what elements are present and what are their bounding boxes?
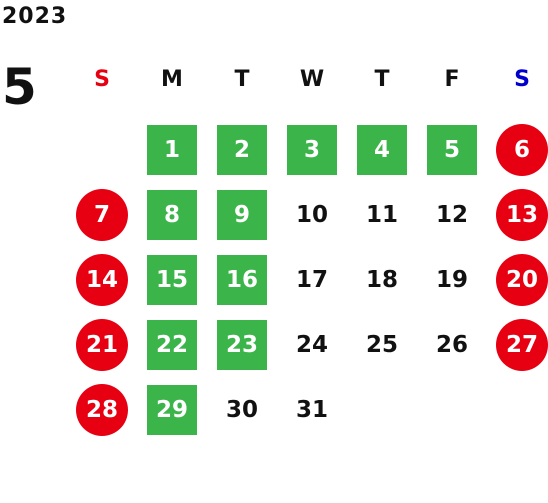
day-cell: 6: [487, 120, 548, 180]
day-18-label: 18: [365, 267, 398, 293]
year-label: 2023: [2, 4, 68, 29]
day-25-label: 25: [365, 332, 398, 358]
weekday-wed: W: [299, 67, 325, 92]
weekday-tue: T: [234, 67, 250, 92]
day-cell: 5: [417, 120, 487, 180]
day-27-holiday-circle: 27: [496, 319, 548, 371]
day-cell: 29: [137, 380, 207, 440]
day-cell: 19: [417, 250, 487, 310]
day-26-label: 26: [435, 332, 468, 358]
day-31-label: 31: [295, 397, 328, 423]
weekday-sun: S: [94, 67, 110, 92]
weekday-sat: S: [514, 67, 530, 92]
day-20-holiday-circle: 20: [496, 254, 548, 306]
day-cell: 11: [347, 185, 417, 245]
weekday-mon: M: [161, 67, 183, 92]
day-7-holiday-circle: 7: [76, 189, 128, 241]
day-23-highlight-box: 23: [217, 320, 267, 370]
day-cell: 7: [67, 185, 137, 245]
day-24-label: 24: [295, 332, 328, 358]
day-cell: 31: [277, 380, 347, 440]
day-cell: 13: [487, 185, 548, 245]
day-21-holiday-circle: 21: [76, 319, 128, 371]
day-6-holiday-circle: 6: [496, 124, 548, 176]
day-cell: 4: [347, 120, 417, 180]
day-9-highlight-box: 9: [217, 190, 267, 240]
day-cell: 23: [207, 315, 277, 375]
day-14-holiday-circle: 14: [76, 254, 128, 306]
day-cell: 20: [487, 250, 548, 310]
day-22-highlight-box: 22: [147, 320, 197, 370]
day-cell: 15: [137, 250, 207, 310]
day-5-highlight-box: 5: [427, 125, 477, 175]
day-cell: 30: [207, 380, 277, 440]
day-17-label: 17: [295, 267, 328, 293]
day-cell: 22: [137, 315, 207, 375]
day-cell: 14: [67, 250, 137, 310]
day-29-highlight-box: 29: [147, 385, 197, 435]
day-cell: 2: [207, 120, 277, 180]
day-2-highlight-box: 2: [217, 125, 267, 175]
day-3-highlight-box: 3: [287, 125, 337, 175]
day-13-holiday-circle: 13: [496, 189, 548, 241]
day-cell: 21: [67, 315, 137, 375]
day-8-highlight-box: 8: [147, 190, 197, 240]
day-30-label: 30: [225, 397, 258, 423]
day-19-label: 19: [435, 267, 468, 293]
day-cell: 10: [277, 185, 347, 245]
day-10-label: 10: [295, 202, 328, 228]
month-number: 5: [2, 58, 37, 116]
day-28-holiday-circle: 28: [76, 384, 128, 436]
day-cell: 9: [207, 185, 277, 245]
day-cell: 16: [207, 250, 277, 310]
day-cell: 26: [417, 315, 487, 375]
day-cell: 18: [347, 250, 417, 310]
day-cell: 17: [277, 250, 347, 310]
day-1-highlight-box: 1: [147, 125, 197, 175]
day-11-label: 11: [365, 202, 398, 228]
day-cell: 3: [277, 120, 347, 180]
day-cell: 8: [137, 185, 207, 245]
day-4-highlight-box: 4: [357, 125, 407, 175]
weekday-thu: T: [374, 67, 390, 92]
weekday-fri: F: [444, 67, 460, 92]
day-16-highlight-box: 16: [217, 255, 267, 305]
day-cell: 24: [277, 315, 347, 375]
day-12-label: 12: [435, 202, 468, 228]
day-cell: 25: [347, 315, 417, 375]
day-cell: 1: [137, 120, 207, 180]
day-cell: 12: [417, 185, 487, 245]
day-cell: 28: [67, 380, 137, 440]
day-cell: 27: [487, 315, 548, 375]
day-15-highlight-box: 15: [147, 255, 197, 305]
